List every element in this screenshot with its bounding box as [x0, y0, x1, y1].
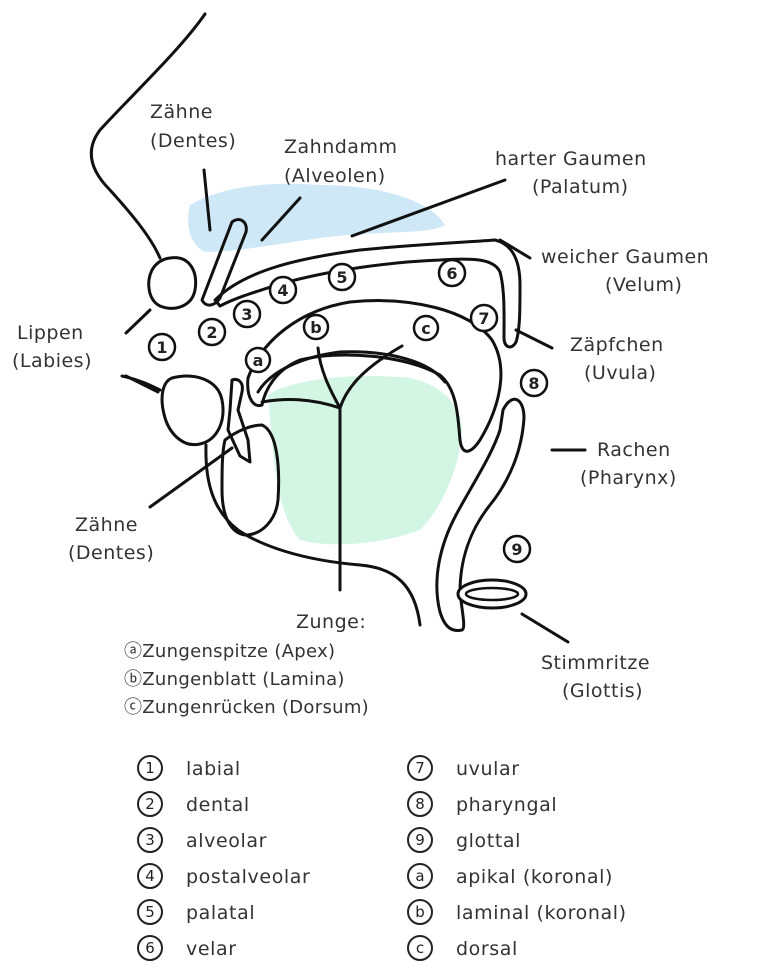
- marker-7: 7: [471, 305, 497, 331]
- label-soft-palate-latin: (Velum): [605, 274, 682, 296]
- leader-lips-up: [126, 310, 150, 333]
- svg-text:2: 2: [206, 323, 217, 342]
- marker-1: 1: [149, 334, 175, 360]
- leader-lips-down: [126, 376, 158, 392]
- label-hard-palate: harter Gaumen: [495, 148, 647, 170]
- svg-text:5: 5: [336, 268, 347, 287]
- tongue-part-dorsum: ⓒZungenrücken (Dorsum): [124, 697, 369, 718]
- marker-4: 4: [270, 277, 296, 303]
- marker-8: 8: [521, 370, 547, 396]
- svg-text:8: 8: [528, 374, 539, 393]
- marker-c: c: [414, 316, 438, 340]
- label-uvula-latin: (Uvula): [584, 362, 656, 384]
- glottis-inner: [466, 588, 518, 600]
- legend-item: b laminal (koronal): [408, 900, 627, 924]
- label-soft-palate: weicher Gaumen: [541, 246, 709, 268]
- legend-item: 2 dental: [138, 792, 250, 816]
- legend-text: uvular: [456, 758, 520, 780]
- label-glottis-latin: (Glottis): [562, 680, 643, 702]
- label-lips: Lippen: [17, 322, 84, 344]
- marker-6: 6: [439, 260, 465, 286]
- lower-teeth: [222, 425, 279, 535]
- legend-symbol: 1: [145, 759, 155, 777]
- legend-symbol: 9: [415, 831, 425, 849]
- legend-item: 6 velar: [138, 936, 237, 960]
- label-alveoli-latin: (Alveolen): [284, 165, 386, 187]
- label-teeth-upper: Zähne: [150, 101, 213, 123]
- legend-symbol: 5: [145, 903, 155, 921]
- legend-text: dorsal: [456, 938, 518, 960]
- legend-symbol: 3: [145, 831, 155, 849]
- legend-symbol: 7: [415, 759, 425, 777]
- legend-symbol: c: [416, 939, 424, 957]
- legend-text: postalveolar: [186, 866, 310, 888]
- legend-text: dental: [186, 794, 250, 816]
- leader-teeth-lower: [150, 448, 232, 507]
- legend-item: 9 glottal: [408, 828, 521, 852]
- legend-symbol: b: [415, 903, 425, 921]
- legend-item: 4 postalveolar: [138, 864, 310, 888]
- label-pharynx-latin: (Pharynx): [580, 467, 677, 489]
- marker-a: a: [246, 348, 270, 372]
- legend-text: glottal: [456, 830, 521, 852]
- legend-text: velar: [186, 938, 237, 960]
- label-teeth-upper-latin: (Dentes): [150, 130, 236, 152]
- tongue-part-apex: ⓐZungenspitze (Apex): [124, 641, 335, 662]
- svg-text:3: 3: [241, 305, 252, 324]
- legend-text: laminal (koronal): [456, 902, 627, 924]
- marker-b: b: [304, 315, 328, 339]
- legend-text: labial: [186, 758, 241, 780]
- legend-item: 3 alveolar: [138, 828, 267, 852]
- legend-item: 5 palatal: [138, 900, 255, 924]
- legend-text: palatal: [186, 902, 255, 924]
- legend-item: 7 uvular: [408, 756, 520, 780]
- lower-lip: [162, 376, 223, 445]
- legend-text: alveolar: [186, 830, 267, 852]
- legend-symbol: 4: [145, 867, 155, 885]
- label-lips-latin: (Labies): [12, 350, 92, 372]
- marker-5: 5: [329, 264, 355, 290]
- leader-glottis: [522, 614, 568, 642]
- legend-item: c dorsal: [408, 936, 518, 960]
- marker-3: 3: [234, 301, 260, 327]
- legend-item: 1 labial: [138, 756, 241, 780]
- legend-text: apikal (koronal): [456, 866, 613, 888]
- legend-symbol: 6: [145, 939, 155, 957]
- svg-text:1: 1: [156, 338, 167, 357]
- leader-uvula: [516, 330, 552, 348]
- label-teeth-lower-latin: (Dentes): [68, 542, 154, 564]
- svg-text:a: a: [253, 351, 264, 370]
- legend-symbol: 8: [415, 795, 425, 813]
- upper-lip: [149, 258, 196, 309]
- palate-region: [188, 184, 445, 252]
- legend-symbol: a: [415, 867, 424, 885]
- legend-item: a apikal (koronal): [408, 864, 613, 888]
- label-glottis: Stimmritze: [541, 652, 650, 674]
- tongue-part-lamina: ⓑZungenblatt (Lamina): [124, 669, 345, 690]
- legend-symbol: 2: [145, 795, 155, 813]
- label-hard-palate-latin: (Palatum): [532, 176, 629, 198]
- svg-text:4: 4: [277, 281, 288, 300]
- marker-9: 9: [504, 536, 530, 562]
- velum-shape: [215, 240, 520, 347]
- svg-text:6: 6: [446, 264, 457, 283]
- legend-text: pharyngal: [456, 794, 557, 816]
- svg-text:9: 9: [511, 540, 522, 559]
- label-pharynx: Rachen: [597, 439, 671, 461]
- svg-text:c: c: [421, 319, 430, 338]
- tongue-title: Zunge:: [296, 611, 366, 633]
- legend-item: 8 pharyngal: [408, 792, 557, 816]
- marker-2: 2: [199, 319, 225, 345]
- label-alveoli: Zahndamm: [284, 136, 397, 158]
- legend: 1 labial 2 dental 3 alveolar 4 postalveolar 5 pal…: [138, 756, 627, 960]
- svg-text:7: 7: [478, 309, 489, 328]
- label-teeth-lower: Zähne: [75, 514, 138, 536]
- svg-text:b: b: [310, 318, 321, 337]
- label-uvula: Zäpfchen: [570, 334, 664, 356]
